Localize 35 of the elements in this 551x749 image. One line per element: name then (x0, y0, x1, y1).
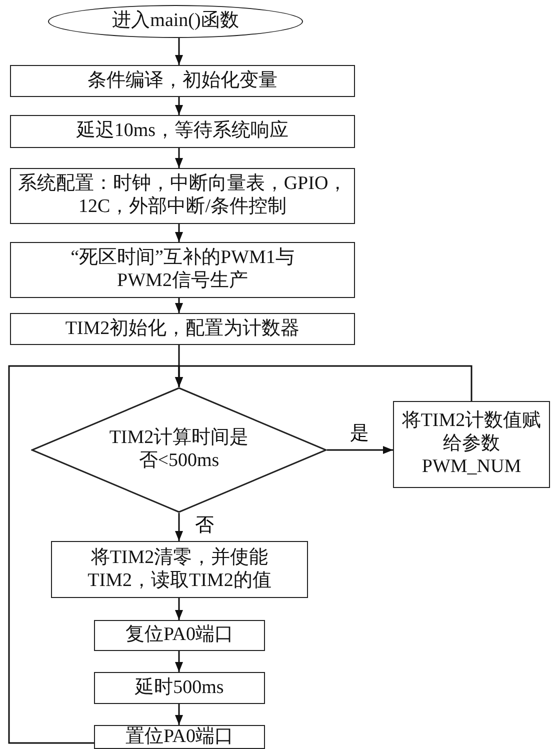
node-text: TIM2计算时间是否<500ms (108, 427, 250, 473)
arrow (175, 224, 183, 242)
node-text: 条件编译，初始化变量 (88, 70, 278, 92)
edge-label: 是 (348, 424, 371, 445)
arrow (175, 513, 183, 541)
node-text: 系统配置：时钟，中断向量表，GPIO，12C，外部中断/条件控制 (16, 173, 348, 219)
node-text: 置位PA0端口 (125, 726, 234, 748)
node-text: 延时500ms (135, 676, 224, 700)
arrow (175, 97, 183, 115)
node-text: 延迟10ms，等待系统响应 (76, 120, 289, 143)
arrow (175, 704, 183, 725)
process-box (10, 65, 355, 97)
arrow (175, 598, 183, 620)
node-text: 复位PA0端口 (125, 624, 234, 647)
arrow (175, 365, 472, 401)
arrow (175, 148, 183, 168)
decision-diamond (31, 387, 327, 513)
arrow (175, 38, 183, 65)
process-box (94, 672, 265, 704)
process-box (94, 620, 265, 651)
process-box (10, 168, 355, 224)
process-box (94, 725, 265, 749)
node-text: 将TIM2清零，并使能TIM2，读取TIM2的值 (86, 546, 272, 592)
process-box (393, 401, 550, 488)
process-box (51, 541, 308, 598)
node-text: 进入main()函数 (112, 10, 239, 33)
arrow (175, 298, 183, 313)
node-text: “死区时间”互补的PWM1与PWM2信号生产 (70, 247, 296, 293)
arrow (327, 446, 393, 454)
node-text: 将TIM2计数值赋给参数PWM_NUM (402, 410, 542, 479)
process-box (10, 313, 355, 345)
process-box (10, 242, 355, 298)
process-box (10, 115, 355, 148)
arrow (175, 651, 183, 672)
node-text: TIM2初始化，配置为计数器 (65, 318, 300, 340)
